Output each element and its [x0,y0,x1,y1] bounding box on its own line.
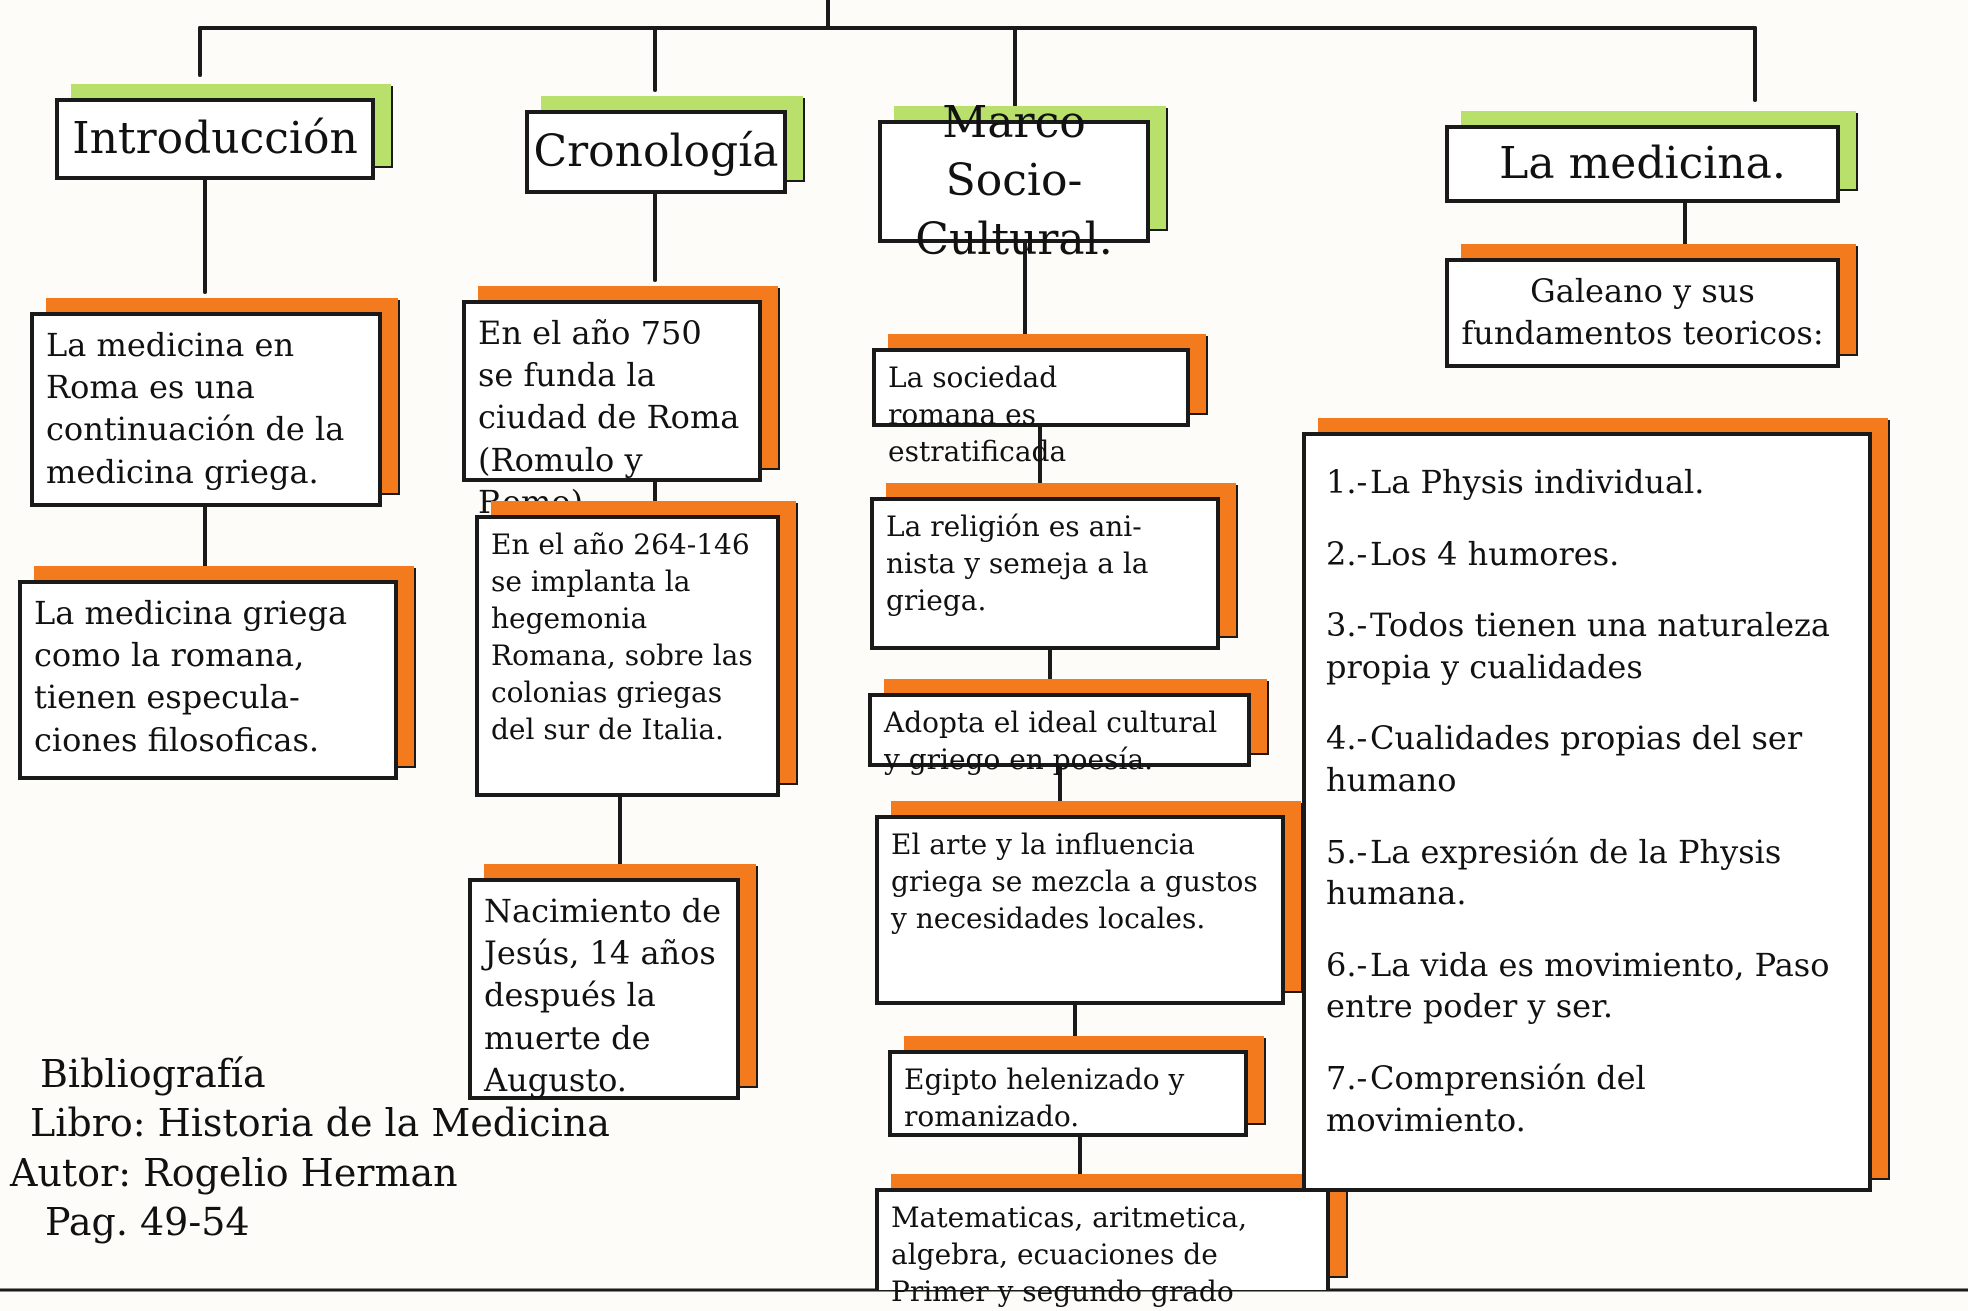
card-marco-4-text: El arte y la influencia griega se mezcla… [891,828,1258,935]
card-introduccion-1-text: La medicina en Roma es una continuación … [46,326,345,491]
header-medicina-label: La medicina. [1499,137,1786,189]
theories-list: 1.-La Physis individual.2.-Los 4 humores… [1326,462,1848,1141]
theory-item: 2.-Los 4 humores. [1326,534,1848,576]
card-marco-5-text: Egipto helenizado y romanizado. [904,1063,1185,1133]
theory-item: 7.-Comprensión del movimiento. [1326,1058,1848,1141]
theory-item: 5.-La expresión de la Physis humana. [1326,832,1848,915]
card-marco-3-text: Adopta el ideal cultural y griego en poe… [884,706,1218,776]
card-marco-6: Matematicas, aritmetica, algebra, ecuaci… [875,1188,1330,1308]
theory-number: 6.- [1326,945,1368,984]
theory-number: 7.- [1326,1058,1368,1097]
card-marco-2: La religión es ani-nista y semeja a la g… [870,497,1220,650]
bibliography-book: Libro: Historia de la Medicina [30,1101,610,1146]
theory-text: Cualidades propias del ser humano [1326,719,1803,799]
card-introduccion-1: La medicina en Roma es una continuación … [30,312,382,507]
card-marco-2-text: La religión es ani-nista y semeja a la g… [886,510,1149,617]
card-cronologia-3: Nacimiento de Jesús, 14 años después la … [468,878,740,1100]
card-marco-1: La sociedad romana es estratificada [872,348,1190,468]
subtitle-galeano: Galeano y sus fundamentos teoricos: [1445,258,1840,368]
theory-text: Todos tienen una naturaleza propia y cua… [1326,606,1830,686]
card-marco-6-text: Matematicas, aritmetica, algebra, ecuaci… [891,1201,1248,1308]
card-cronologia-1: En el año 750 se funda la ciudad de Roma… [462,300,762,521]
header-marco-label: Marco Socio-Cultural. [915,97,1113,265]
bibliography-heading: Bibliografía [40,1052,266,1096]
bibliography: Bibliografía Libro: Historia de la Medic… [10,1050,610,1248]
card-introduccion-2-text: La medicina griega como la romana, tiene… [34,594,348,759]
theories-panel: 1.-La Physis individual.2.-Los 4 humores… [1302,432,1872,1192]
theory-item: 4.-Cualidades propias del ser humano [1326,718,1848,801]
header-introduccion: Introducción [55,98,375,180]
theory-number: 5.- [1326,832,1368,871]
theory-text: Comprensión del movimiento. [1326,1058,1646,1139]
card-marco-5: Egipto helenizado y romanizado. [888,1050,1248,1137]
theory-number: 1.- [1326,463,1368,501]
theory-text: Los 4 humores. [1370,534,1620,573]
card-cronologia-2: En el año 264-146 se implanta la hegemon… [475,515,780,797]
theory-item: 6.-La vida es movimiento, Paso entre pod… [1326,945,1848,1028]
theory-item: 1.-La Physis individual. [1326,462,1848,504]
header-marco: Marco Socio-Cultural. [878,97,1150,265]
subtitle-galeano-text: Galeano y sus fundamentos teoricos: [1461,272,1824,353]
card-cronologia-3-text: Nacimiento de Jesús, 14 años después la … [484,892,722,1099]
theory-text: La expresión de la Physis humana. [1326,832,1782,913]
bibliography-pages: Pag. 49-54 [45,1200,250,1245]
theory-text: La Physis individual. [1370,463,1705,501]
card-introduccion-2: La medicina griega como la romana, tiene… [18,580,398,780]
card-cronologia-1-text: En el año 750 se funda la ciudad de Roma… [478,314,740,521]
card-marco-1-text: La sociedad romana es estratificada [888,361,1067,468]
theory-item: 3.-Todos tienen una naturaleza propia y … [1326,605,1848,688]
header-medicina: La medicina. [1445,125,1840,203]
card-marco-4: El arte y la influencia griega se mezcla… [875,815,1285,1005]
theory-number: 3.- [1326,606,1368,645]
header-cronologia: Cronología [525,110,787,194]
card-marco-3: Adopta el ideal cultural y griego en poe… [868,693,1251,776]
theory-number: 4.- [1326,719,1368,758]
theory-text: La vida es movimiento, Paso entre poder … [1326,945,1830,1026]
bibliography-author: Autor: Rogelio Herman [10,1150,458,1195]
theory-number: 2.- [1326,534,1368,573]
header-introduccion-label: Introducción [72,112,358,164]
card-cronologia-2-text: En el año 264-146 se implanta la hegemon… [491,528,753,746]
header-cronologia-label: Cronología [533,125,779,177]
